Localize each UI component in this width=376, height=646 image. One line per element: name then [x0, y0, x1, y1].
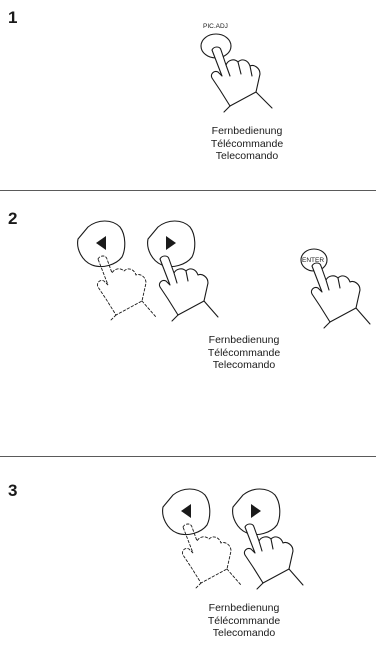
step-2-section: 2 ENTER Fernbedienung Télécommande Tele: [0, 191, 376, 456]
enter-button-press-illustration: ENTER: [300, 248, 371, 329]
enter-button-label: ENTER: [302, 257, 324, 264]
step-3-section: 3 Fernbedienung Télécommande Telecomando: [0, 457, 376, 646]
pointing-hand-icon: [182, 523, 242, 590]
right-arrow-icon: [251, 504, 261, 518]
left-arrow-icon: [96, 236, 106, 250]
pic-adj-button-press-illustration: PIC.ADJ: [200, 23, 273, 113]
left-arrow-button-press-illustration: [162, 488, 242, 590]
left-arrow-button-press-illustration: [77, 220, 157, 322]
remote-caption: Fernbedienung Télécommande Telecomando: [210, 125, 284, 162]
right-arrow-button-press-illustration: [147, 220, 219, 322]
pointing-hand-icon: [310, 262, 371, 329]
pointing-hand-icon: [210, 46, 273, 113]
remote-caption: Fernbedienung Télécommande Telecomando: [207, 334, 281, 371]
right-arrow-button-press-illustration: [232, 488, 304, 590]
pic-adj-button-label: PIC.ADJ: [203, 23, 228, 30]
pointing-hand-icon: [97, 255, 157, 322]
pointing-hand-icon: [243, 523, 304, 590]
section-divider: [0, 190, 376, 191]
pointing-hand-icon: [158, 255, 219, 322]
section-divider: [0, 456, 376, 457]
right-arrow-icon: [166, 236, 176, 250]
step-number: 3: [8, 481, 18, 500]
step-number: 1: [8, 8, 18, 27]
step-1-section: 1 PIC.ADJ Fernbedienung Télécommande Tel…: [0, 0, 376, 190]
step-number: 2: [8, 209, 18, 228]
left-arrow-icon: [181, 504, 191, 518]
remote-caption: Fernbedienung Télécommande Telecomando: [207, 602, 281, 639]
